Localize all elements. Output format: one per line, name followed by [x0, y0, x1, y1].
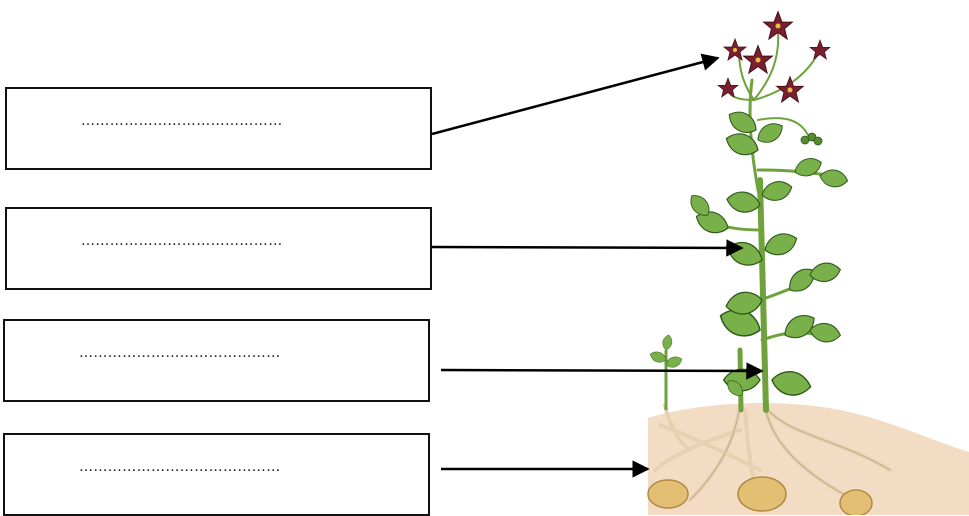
answer-placeholder-leaf: …………………………………… [81, 233, 283, 249]
berries [800, 132, 823, 146]
soil [648, 403, 969, 515]
flower-centers [733, 23, 793, 93]
answer-placeholder-stem: …………………………………… [79, 345, 281, 361]
label-box-stem[interactable]: …………………………………… [3, 319, 430, 402]
arrow-stem [440, 362, 764, 380]
tubers [647, 476, 873, 515]
sprout [648, 333, 684, 410]
pointer-arrows [431, 53, 764, 478]
label-box-flower[interactable]: …………………………………… [5, 87, 432, 170]
answer-placeholder-tuber: …………………………………… [79, 459, 281, 475]
flowers [717, 11, 831, 103]
arrow-flower [431, 53, 720, 136]
tuber-center [737, 476, 787, 512]
answer-placeholder-flower: …………………………………… [81, 113, 283, 129]
tuber-left [647, 479, 689, 509]
arrow-leaf [431, 239, 744, 257]
root-outline [689, 404, 891, 501]
tuber-right [839, 489, 873, 515]
label-box-leaf[interactable]: …………………………………… [5, 207, 432, 290]
